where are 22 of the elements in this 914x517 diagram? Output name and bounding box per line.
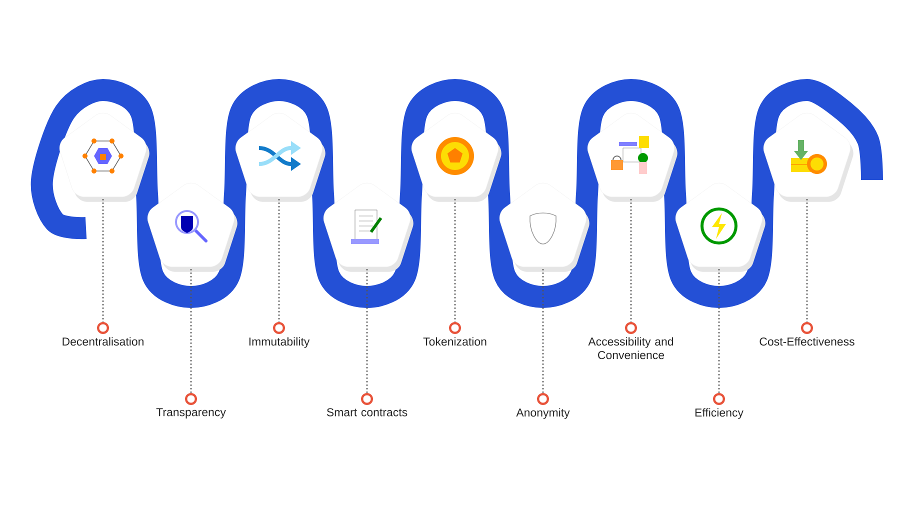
label-text: Transparency	[156, 408, 226, 418]
label-text: Accessibility and Convenience	[588, 337, 674, 360]
leader-line	[361, 269, 373, 405]
leader-line	[97, 199, 109, 334]
leader-line	[625, 199, 637, 334]
label-text: Immutability	[249, 337, 310, 348]
tile	[147, 182, 238, 272]
leader-line	[185, 269, 197, 405]
leader-line	[449, 199, 461, 334]
tile	[235, 112, 326, 202]
leader-line	[801, 199, 813, 334]
leader-line	[273, 199, 286, 334]
label-text: Efficiency	[695, 408, 744, 419]
label-text: Cost-Effectiveness	[760, 337, 854, 346]
label-text: Anonymity	[516, 408, 570, 419]
tile	[59, 112, 150, 202]
label-text: Decentralisation	[62, 337, 144, 346]
leader-line	[537, 269, 549, 405]
label-text: Smart contracts	[326, 408, 408, 416]
label-text: Tokenization	[423, 337, 486, 346]
leader-line	[713, 269, 725, 405]
tile	[675, 182, 766, 272]
